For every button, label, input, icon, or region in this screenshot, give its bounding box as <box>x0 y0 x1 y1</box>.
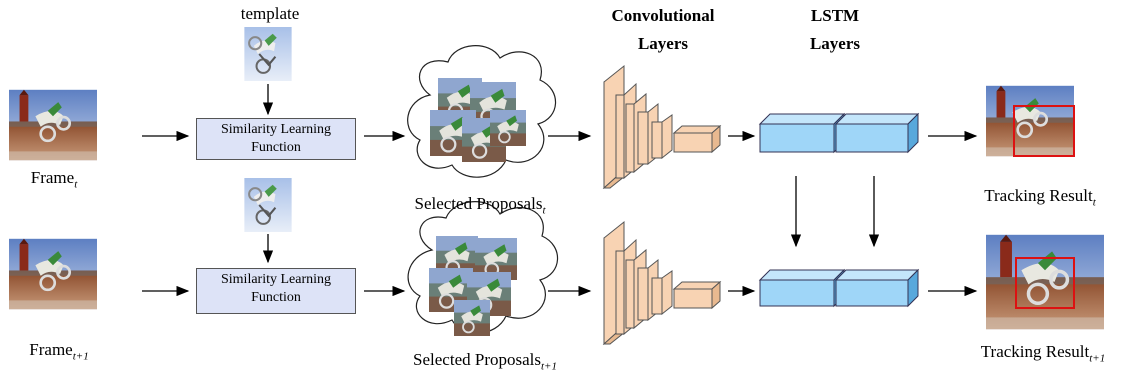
tracking-box <box>1013 105 1075 157</box>
frame-t1-image <box>9 238 97 310</box>
proposal-cloud-top <box>407 45 557 178</box>
similarity-label-line1: Similarity Learning <box>220 122 332 137</box>
lstm-cell <box>759 123 835 153</box>
proposal-patch <box>453 300 491 336</box>
conv-layers-bottom <box>602 220 722 346</box>
conv-layers-top <box>602 64 722 190</box>
selected-proposals-t1-label: Selected Proposalst+1 <box>413 350 557 373</box>
similarity-label-line2: Function <box>251 290 301 305</box>
tracking-result-t1-image <box>986 234 1104 330</box>
conv-layers-heading: Convolutional Layers <box>611 6 715 53</box>
selected-proposals-t-label: Selected Proposalst <box>414 194 546 217</box>
flow-arrows <box>142 84 978 297</box>
frame-t1-label: Framet+1 <box>29 340 89 363</box>
lstm-cell <box>759 279 835 307</box>
tracking-box <box>1015 257 1075 309</box>
lstm-layers-top <box>758 112 920 154</box>
proposal-patch <box>490 109 526 147</box>
lstm-cell <box>835 123 909 153</box>
lstm-layers-bottom <box>758 268 920 308</box>
template-image-top <box>243 27 293 81</box>
frame-t-label: Framet <box>30 168 78 191</box>
similarity-label-line2: Function <box>251 140 301 155</box>
tracking-result-t1-label: Tracking Resultt+1 <box>980 342 1106 365</box>
lstm-cell <box>835 279 909 307</box>
template-label: template <box>240 4 300 23</box>
similarity-function-box-top: Similarity Learning Function <box>196 118 356 160</box>
proposal-cloud-bottom <box>407 201 559 336</box>
template-image-bottom <box>243 178 293 232</box>
tracking-result-t-label: Tracking Resultt <box>984 186 1096 209</box>
similarity-label-line1: Similarity Learning <box>220 272 332 287</box>
tracking-result-t-image <box>986 84 1075 158</box>
similarity-function-box-bottom: Similarity Learning Function <box>196 268 356 314</box>
lstm-layers-heading: LSTM Layers <box>809 6 861 53</box>
frame-t-image <box>9 89 97 161</box>
